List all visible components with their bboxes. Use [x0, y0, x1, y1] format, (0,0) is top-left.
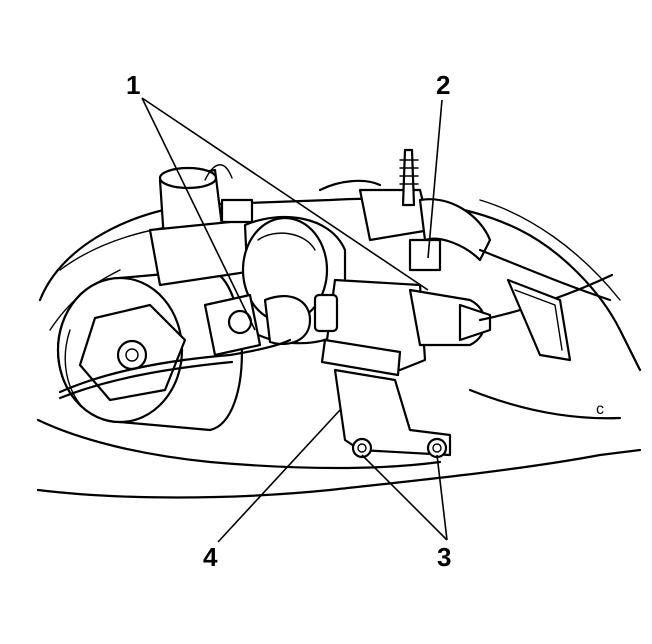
leader-1a [141, 97, 256, 331]
callout-1: 1 [126, 70, 140, 100]
leader-2 [427, 99, 443, 259]
callout-2: 2 [436, 70, 450, 100]
wire [58, 338, 292, 400]
leader-1b [141, 97, 429, 291]
leader-lines [141, 97, 448, 543]
leader-3b [436, 454, 448, 541]
mount-bolts [351, 437, 448, 459]
leader-3a [361, 454, 448, 541]
actuator-bracket [203, 278, 492, 457]
mount-bolt-right [426, 437, 448, 459]
connector-harness [318, 148, 614, 362]
mount-bolt-left [351, 437, 373, 459]
corner-mark: c [596, 401, 604, 418]
leader-4 [217, 409, 341, 543]
left-cylinder [56, 268, 243, 432]
callout-4: 4 [203, 542, 218, 572]
callout-3: 3 [437, 542, 451, 572]
